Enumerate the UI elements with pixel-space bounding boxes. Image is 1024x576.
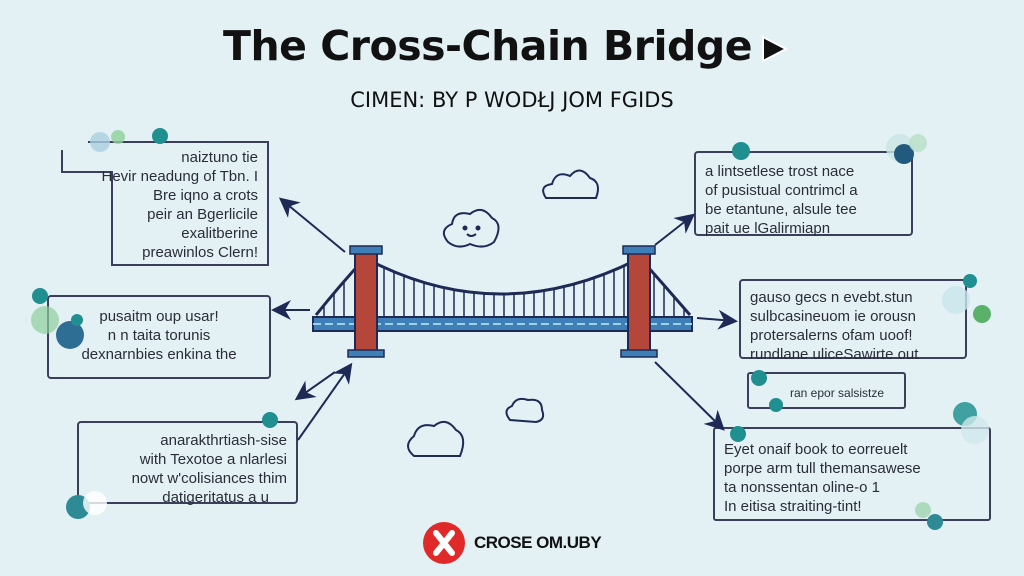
callout-line: rundlane uliceSawirte out xyxy=(750,346,919,363)
callout-line: pusaitm oup usar! xyxy=(99,308,219,325)
callout-line: In eitisa straiting-tint! xyxy=(724,498,862,515)
bridge-illustration xyxy=(312,245,693,358)
callout-frame-right-3 xyxy=(747,372,906,409)
callout-line: dexnarnbies enkina the xyxy=(81,346,237,363)
callout-line: protersalerns ofam uoof! xyxy=(750,327,913,344)
play-icon xyxy=(762,35,789,63)
clouds xyxy=(407,169,599,457)
callout-line: Eyet onaif book to eorreuelt xyxy=(724,441,908,458)
connector-arrows xyxy=(271,197,738,441)
callout-left-1: naiztuno tie Hevir neadung of Tbn. I Bre… xyxy=(102,148,259,262)
callout-right-2: gauso gecs n evebt.stun sulbcasineuom ie… xyxy=(750,288,960,364)
callout-line: peir an Bgerlicile xyxy=(147,206,258,223)
page-title: The Cross-Chain Bridge xyxy=(222,22,753,70)
callout-line: preawinlos Clern! xyxy=(142,244,258,261)
callout-line: a lintsetlese trost nace xyxy=(705,163,855,180)
callout-left-3: anarakthrtiash-sise with Texotoe a nlarl… xyxy=(80,431,287,507)
callout-line: naiztuno tie xyxy=(181,149,258,166)
callout-frame-right-2 xyxy=(739,279,967,359)
callout-frame-left-2 xyxy=(47,295,271,379)
callout-line: Bre iqno a crots xyxy=(152,187,258,204)
callout-line: datigeritatus a u xyxy=(162,489,269,506)
decorative-dots xyxy=(31,128,991,530)
callout-left-2: pusaitm oup usar! n n taita torunis dexn… xyxy=(50,307,268,364)
callout-frame-left-1 xyxy=(61,141,269,266)
callout-frames xyxy=(47,141,991,521)
callout-right-3: ran epor salsistze xyxy=(790,386,900,400)
callout-line: with Texotoe a nlarlesi xyxy=(139,451,287,468)
brand-name: CROSE OM.UBY xyxy=(474,533,602,552)
callout-right-1: a lintsetlese trost nace of pusistual co… xyxy=(705,162,905,238)
callout-line: pait ue lGalirmiapn xyxy=(705,220,831,237)
callout-line: of pusistual contrimcl a xyxy=(705,182,858,199)
callout-line: ran epor salsistze xyxy=(790,386,885,400)
callout-line: anarakthrtiash-sise xyxy=(160,432,287,449)
page-subtitle: CIMEN: BY P WODŁJ JOM FGIDS xyxy=(350,88,674,112)
callout-line: Hevir neadung of Tbn. I xyxy=(101,168,259,185)
callout-line: gauso gecs n evebt.stun xyxy=(750,289,913,306)
callout-line: nowt w'colisiances thim xyxy=(131,470,287,487)
callout-line: n n taita torunis xyxy=(107,327,211,344)
callout-frame-right-4 xyxy=(713,427,991,521)
callout-frame-right-1 xyxy=(694,151,913,236)
callout-line: be etantune, alsule tee xyxy=(705,201,857,218)
callout-line: exalitberine xyxy=(181,225,258,242)
callout-line: ta nonssentan oline-o 1 xyxy=(724,479,880,496)
callout-right-4: Eyet onaif book to eorreuelt porpe arm t… xyxy=(724,440,984,516)
callout-line: sulbcasineuom ie orousn xyxy=(750,308,916,325)
callout-line: porpe arm tull themansawese xyxy=(724,460,921,477)
x-logo-icon xyxy=(423,522,465,564)
callout-frame-left-3 xyxy=(77,421,298,504)
